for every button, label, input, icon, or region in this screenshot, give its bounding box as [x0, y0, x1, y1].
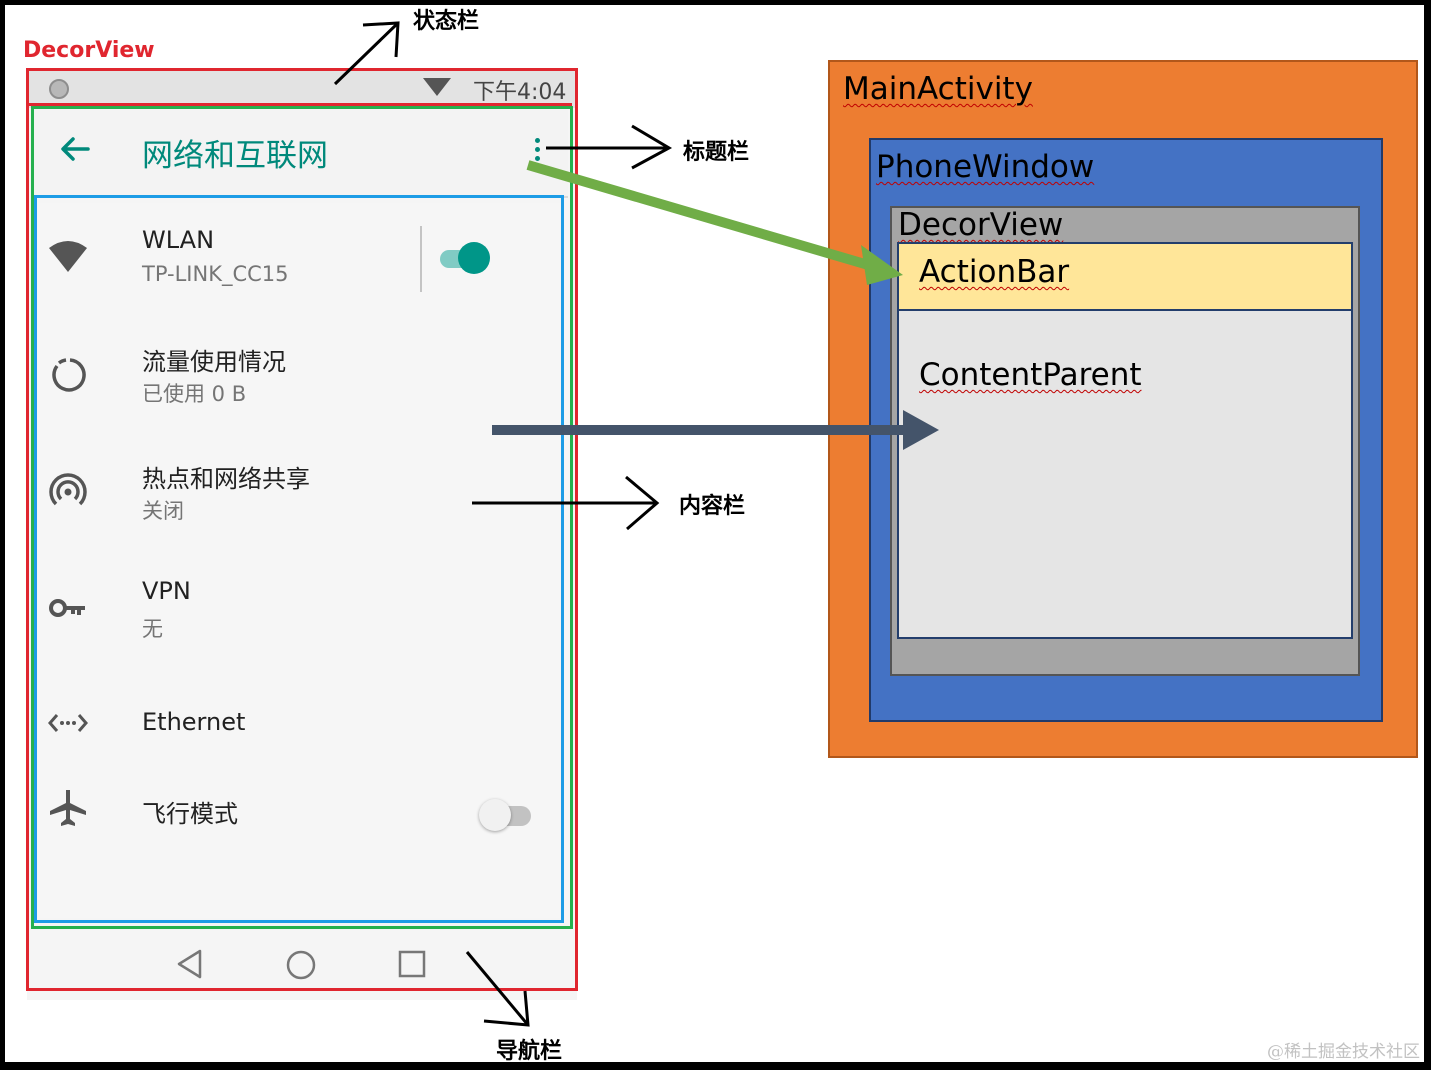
row-title: WLAN	[142, 226, 215, 254]
list-item-wlan[interactable]: WLAN TP-LINK_CC15	[38, 208, 560, 308]
status-bar-separator	[26, 103, 572, 106]
status-time: 下午4:04	[473, 80, 567, 105]
row-subtitle: TP-LINK_CC15	[142, 262, 289, 286]
title-bar-outline	[31, 106, 573, 929]
watermark: @稀土掘金技术社区	[1267, 1042, 1420, 1062]
content-bar-label: 内容栏	[679, 494, 746, 519]
nav-bar-arrow	[465, 951, 530, 1027]
diagram-canvas: 下午4:04 网络和互联网 WLAN TP-LINK_CC15	[5, 5, 1424, 1062]
row-title: 飞行模式	[142, 800, 238, 828]
content-bar-arrow	[472, 475, 660, 531]
vertical-divider	[420, 226, 422, 292]
list-item-data-usage[interactable]: 流量使用情况 已使用 0 B	[38, 324, 560, 424]
wlan-toggle-thumb[interactable]	[458, 242, 490, 274]
nav-recents-icon[interactable]	[398, 950, 426, 978]
decorview-outline	[26, 68, 578, 991]
row-title: Ethernet	[142, 708, 246, 736]
back-arrow-icon[interactable]	[58, 132, 92, 166]
row-title: 流量使用情况	[142, 348, 286, 376]
airplane-toggle-thumb[interactable]	[479, 799, 511, 831]
wifi-signal-icon	[423, 78, 451, 96]
nav-bar-label: 导航栏	[496, 1039, 563, 1062]
ethernet-icon	[48, 714, 88, 732]
list-item-airplane-mode[interactable]: 飞行模式	[38, 760, 560, 860]
airplane-icon	[50, 790, 86, 826]
annotation-arrows	[333, 21, 939, 1027]
hotspot-icon	[49, 473, 87, 506]
overflow-menu-icon[interactable]	[534, 138, 542, 168]
list-item-ethernet[interactable]: Ethernet	[38, 675, 560, 775]
settings-list: WLAN TP-LINK_CC15 流量使用情况 已使用 0 B	[38, 203, 560, 918]
content-outline	[34, 195, 564, 923]
actionbar-mapping-arrow	[526, 160, 903, 285]
page-title: 网络和互联网	[142, 138, 328, 174]
vpn-key-icon	[49, 599, 85, 617]
title-bar-arrow	[546, 124, 673, 170]
notification-dot-icon	[49, 79, 69, 99]
list-item-hotspot[interactable]: 热点和网络共享 关闭	[38, 441, 560, 541]
decor-view-label: DecorView	[898, 207, 1064, 243]
row-subtitle: 已使用 0 B	[142, 382, 247, 406]
title-bar-label: 标题栏	[683, 140, 750, 165]
phone-window-label: PhoneWindow	[876, 149, 1095, 185]
content-parent-label: ContentParent	[919, 357, 1142, 393]
wifi-icon	[49, 241, 87, 272]
nav-home-icon[interactable]	[285, 949, 317, 981]
main-activity-label: MainActivity	[843, 71, 1033, 107]
list-item-vpn[interactable]: VPN 无	[38, 559, 560, 659]
row-subtitle: 无	[142, 617, 163, 641]
action-bar-label: ActionBar	[919, 254, 1070, 290]
status-bar: 下午4:04	[27, 70, 577, 108]
status-bar-arrow	[333, 21, 400, 86]
row-title: VPN	[142, 577, 191, 605]
phone-screenshot: 下午4:04 网络和互联网 WLAN TP-LINK_CC15	[27, 70, 577, 1000]
action-bar: 网络和互联网	[34, 110, 568, 198]
row-subtitle: 关闭	[142, 499, 184, 523]
navigation-bar	[27, 928, 577, 990]
decorview-label: DecorView	[23, 38, 155, 63]
nav-back-icon[interactable]	[175, 948, 203, 980]
content-mapping-arrow	[492, 410, 939, 450]
status-bar-label: 状态栏	[413, 9, 480, 34]
content-parent-box	[897, 309, 1353, 639]
action-bar-box	[897, 242, 1353, 312]
data-usage-icon	[52, 358, 86, 392]
row-title: 热点和网络共享	[142, 465, 310, 493]
